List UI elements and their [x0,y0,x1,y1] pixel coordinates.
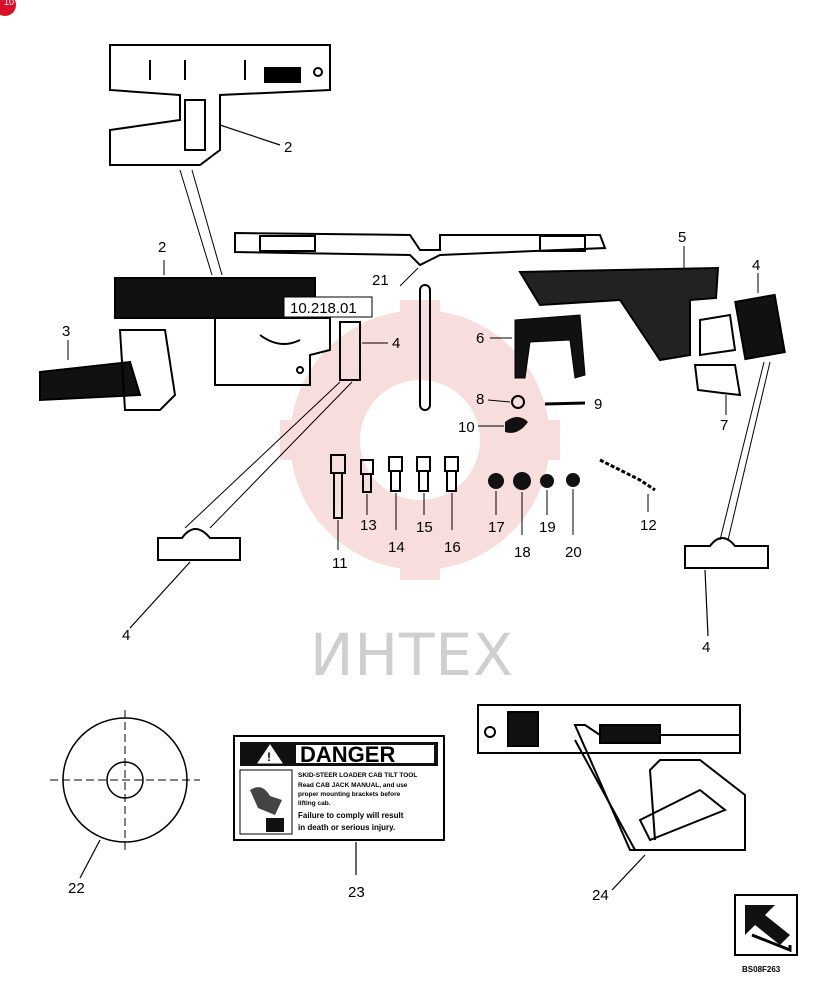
part-23-danger-decal: ! DANGER SKID-STEER LOADER CAB TILT TOOL… [233,735,445,841]
watermark-text: ИНТЕХ [310,621,514,689]
callout-3: 3 [62,323,70,340]
part-8-nut [511,395,525,409]
danger-title: DANGER [300,742,395,767]
callout-5: 5 [678,229,686,246]
part-11-bolt-shank [333,472,343,519]
danger-warning-line-1: Failure to comply will result [298,811,404,820]
danger-body-line-3: lifting cab. [298,800,331,807]
callout-4-mid: 4 [392,335,400,352]
callout-24: 24 [592,887,609,904]
callout-11: 11 [332,555,348,572]
callout-10: 10 [458,419,475,436]
decal-pictogram [250,787,282,815]
part-18-nut [513,472,531,490]
callout-20: 20 [565,544,582,561]
part-2-bracket-mid [114,277,331,386]
danger-warning-line-2: in death or serious injury. [298,823,395,832]
part-4-plate-left [157,528,241,561]
danger-triangle-icon [257,744,283,764]
callout-12: 12 [640,517,657,534]
figure-code: BS08F263 [742,965,781,974]
callout-21: 21 [372,272,389,289]
callout-4-bottom-right: 4 [702,639,710,656]
svg-text:!: ! [267,750,271,764]
callout-15: 15 [416,519,433,536]
reference-box-label: 10.218.01 [290,300,357,317]
part-7-bracket [693,364,742,397]
part-3-handle [39,329,177,411]
danger-body-line-1: Read CAB JACK MANUAL, and use [298,782,408,789]
part-4-plate-bottom-right [684,537,769,569]
part-17-nut [488,473,504,489]
callout-2-top: 2 [284,139,292,156]
bolts-group [330,454,459,519]
callout-23: 23 [348,884,365,901]
part-10-wingnut [505,417,528,433]
callout-9: 9 [594,396,602,413]
part-24-bracket [477,704,746,851]
callout-4-right: 4 [752,257,760,274]
page-badge: 10 [0,0,16,16]
callout-6: 6 [476,330,484,347]
part-20-nut [566,473,580,487]
part-4-plate-right [734,293,786,361]
part-4-plate-mid [339,321,361,381]
callout-22: 22 [68,880,85,897]
callout-18: 18 [514,544,531,561]
navigation-arrow-icon[interactable] [734,894,798,956]
part-19-nut [540,474,554,488]
part-21-jack-rod [234,231,607,411]
callout-7: 7 [720,417,728,434]
part-22-disc [50,710,200,850]
reference-box[interactable]: 10.218.01 [283,296,373,318]
callout-8: 8 [476,391,484,408]
part-2-bracket-top [109,44,331,166]
part-6-clevis [514,314,586,379]
danger-body-line-2: proper mounting brackets before [298,791,401,798]
callout-2-mid: 2 [158,239,166,256]
callout-16: 16 [444,539,461,556]
danger-heading: SKID-STEER LOADER CAB TILT TOOL [298,772,417,779]
callout-4-left: 4 [122,627,130,644]
nuts-group [488,472,580,490]
part-9-pin [544,401,586,406]
callout-19: 19 [539,519,556,536]
part-5-bracket [518,266,737,362]
callout-14: 14 [388,539,405,556]
callout-17: 17 [488,519,505,536]
callout-13: 13 [360,517,377,534]
part-12-chain [599,458,656,492]
